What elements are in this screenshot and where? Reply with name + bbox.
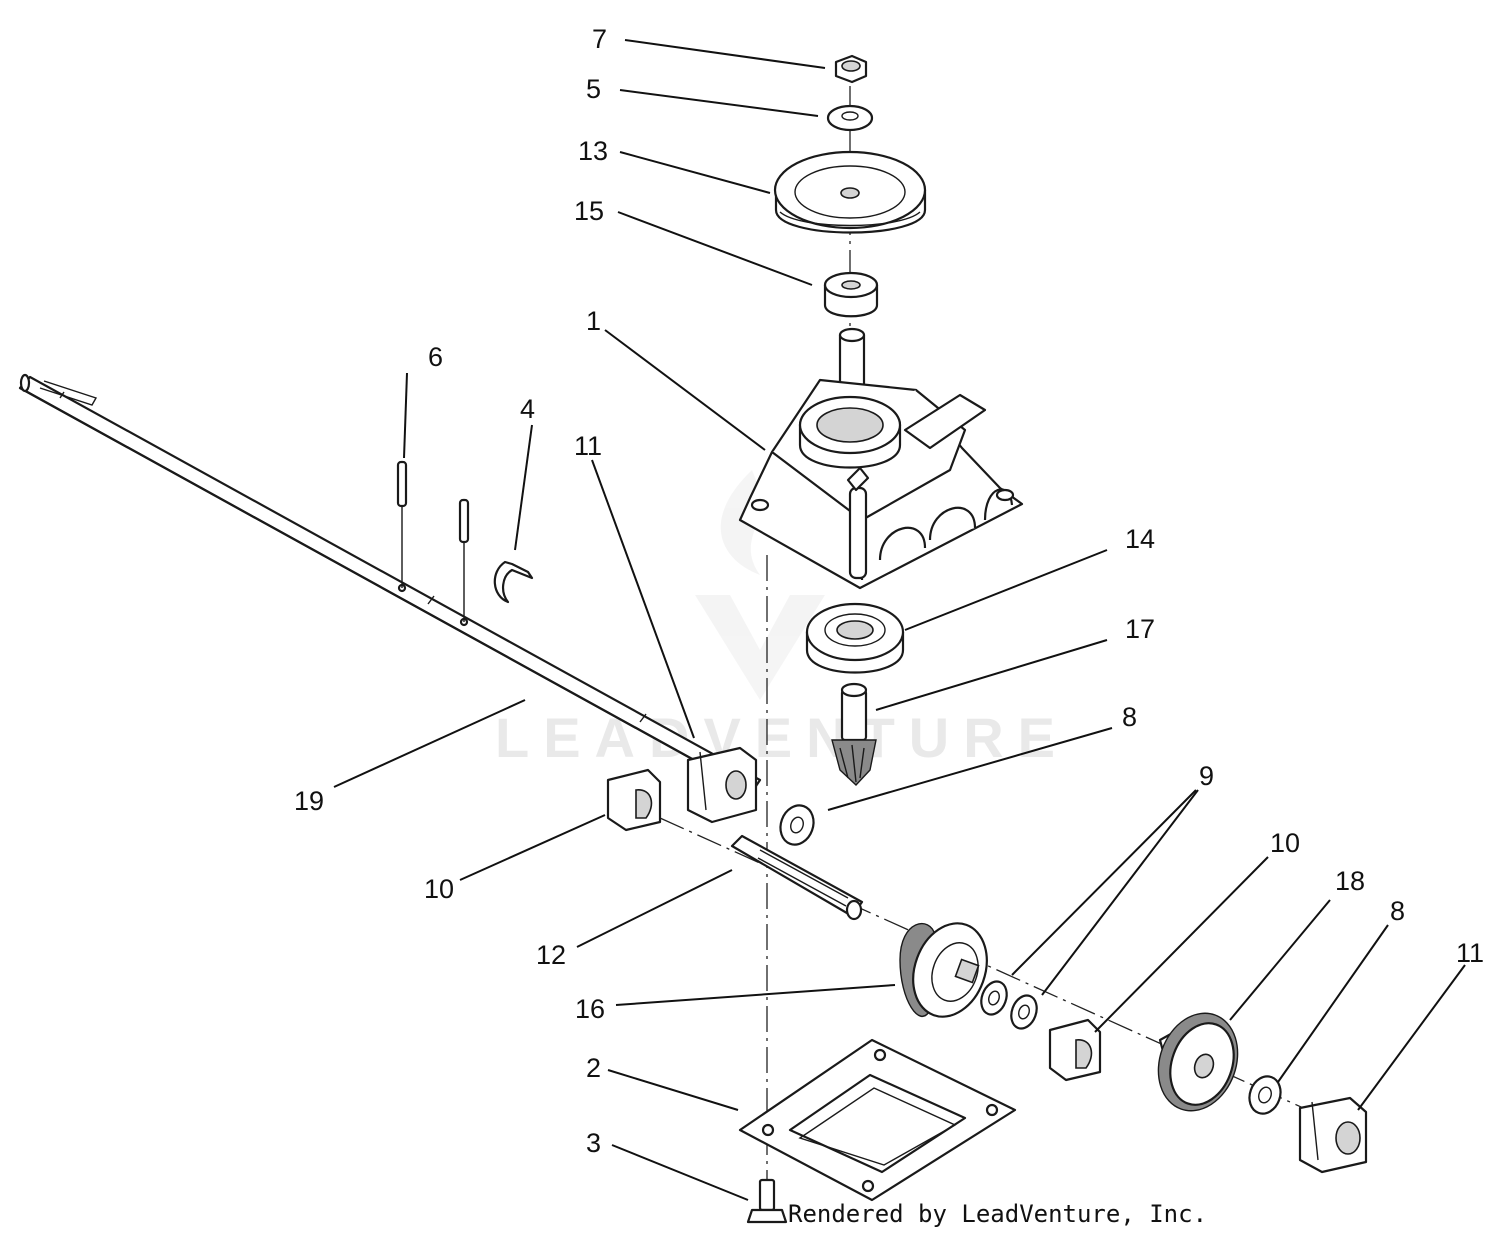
leader-lines — [333, 39, 1466, 1201]
washer-9 — [980, 980, 1008, 1016]
gear-18 — [1157, 1012, 1239, 1112]
spacer-15 — [823, 271, 879, 318]
callout-5: 5 — [586, 74, 601, 104]
gear-housing-1 — [738, 327, 1024, 590]
callout-13: 13 — [578, 136, 608, 166]
e-clip-4 — [493, 560, 534, 604]
washer-8b — [1248, 1075, 1282, 1115]
callout-9: 9 — [1199, 761, 1214, 791]
callout-10: 10 — [1270, 828, 1300, 858]
callout-18: 18 — [1335, 866, 1365, 896]
washer-5 — [826, 104, 874, 132]
callout-11: 11 — [574, 431, 602, 461]
callout-6: 6 — [428, 342, 443, 372]
pin-6 — [396, 460, 408, 588]
callout-19: 19 — [294, 786, 324, 816]
pulley-13 — [773, 150, 927, 234]
render-credit: Rendered by LeadVenture, Inc. — [788, 1200, 1207, 1228]
callout-8: 8 — [1122, 702, 1137, 732]
screw-3 — [746, 1178, 788, 1224]
callout-10b: 10 — [424, 874, 454, 904]
cover-plate-2 — [738, 1038, 1017, 1202]
shaft-12 — [730, 834, 864, 921]
callout-2: 2 — [586, 1053, 601, 1083]
pin-6b — [458, 498, 470, 622]
hex-nut-7 — [834, 54, 868, 84]
callout-16: 16 — [575, 994, 605, 1024]
bushing-10b — [1048, 1018, 1102, 1082]
shaft-19 — [18, 373, 762, 794]
washer-8 — [779, 804, 815, 846]
bushing-10 — [606, 768, 662, 832]
pinion-shaft-17 — [831, 682, 877, 786]
bushing-11b — [1298, 1096, 1368, 1174]
callout-8b: 8 — [1390, 896, 1405, 926]
bearing-14 — [805, 602, 905, 674]
watermark-text: LEADVENTURE — [495, 706, 1069, 769]
callout-4: 4 — [520, 394, 535, 424]
callout-12: 12 — [536, 940, 566, 970]
callout-7: 7 — [592, 24, 607, 54]
callout-1: 1 — [586, 306, 601, 336]
callout-14: 14 — [1125, 524, 1155, 554]
gear-16 — [899, 922, 988, 1018]
bushing-11 — [686, 746, 758, 824]
callout-17: 17 — [1125, 614, 1155, 644]
callout-3: 3 — [586, 1128, 601, 1158]
callout-11b: 11 — [1456, 938, 1484, 968]
callout-15: 15 — [574, 196, 604, 226]
washer-9b — [1010, 994, 1038, 1030]
